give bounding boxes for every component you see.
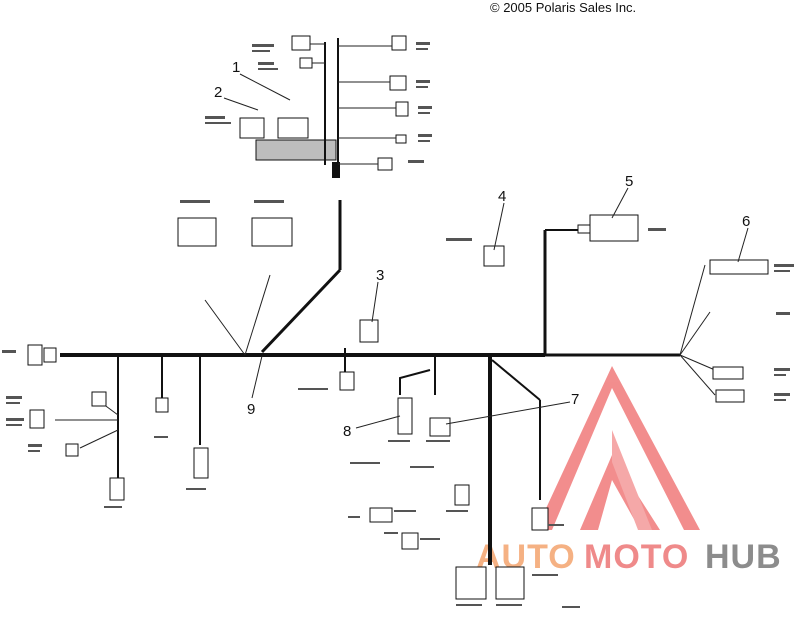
- callout-5: 5: [625, 173, 633, 190]
- watermark-auto: AUTO: [476, 538, 576, 576]
- fine-print-marks: [2, 42, 794, 608]
- callout-7: 7: [571, 391, 579, 408]
- callout-8: 8: [343, 423, 351, 440]
- callout-2: 2: [214, 84, 222, 101]
- callout-numbers: 1 2 3 4 5 6 7 8 9: [214, 59, 750, 440]
- callout-9: 9: [247, 401, 255, 418]
- callout-3: 3: [376, 267, 384, 284]
- watermark-hub: HUB: [705, 538, 782, 576]
- copyright-notice: © 2005 Polaris Sales Inc.: [490, 0, 637, 15]
- watermark-text: AUTO MOTO HUB: [476, 538, 782, 576]
- watermark-moto: MOTO: [584, 538, 689, 576]
- switch-cluster: [239, 35, 409, 178]
- callout-4: 4: [498, 188, 506, 205]
- connectors: [27, 214, 769, 600]
- callout-1: 1: [232, 59, 240, 76]
- watermark-triangle: [536, 366, 700, 530]
- callout-leaders: [223, 73, 749, 429]
- callout-6: 6: [742, 213, 750, 230]
- watermark-logo: [536, 366, 700, 530]
- main-harness: [55, 200, 716, 565]
